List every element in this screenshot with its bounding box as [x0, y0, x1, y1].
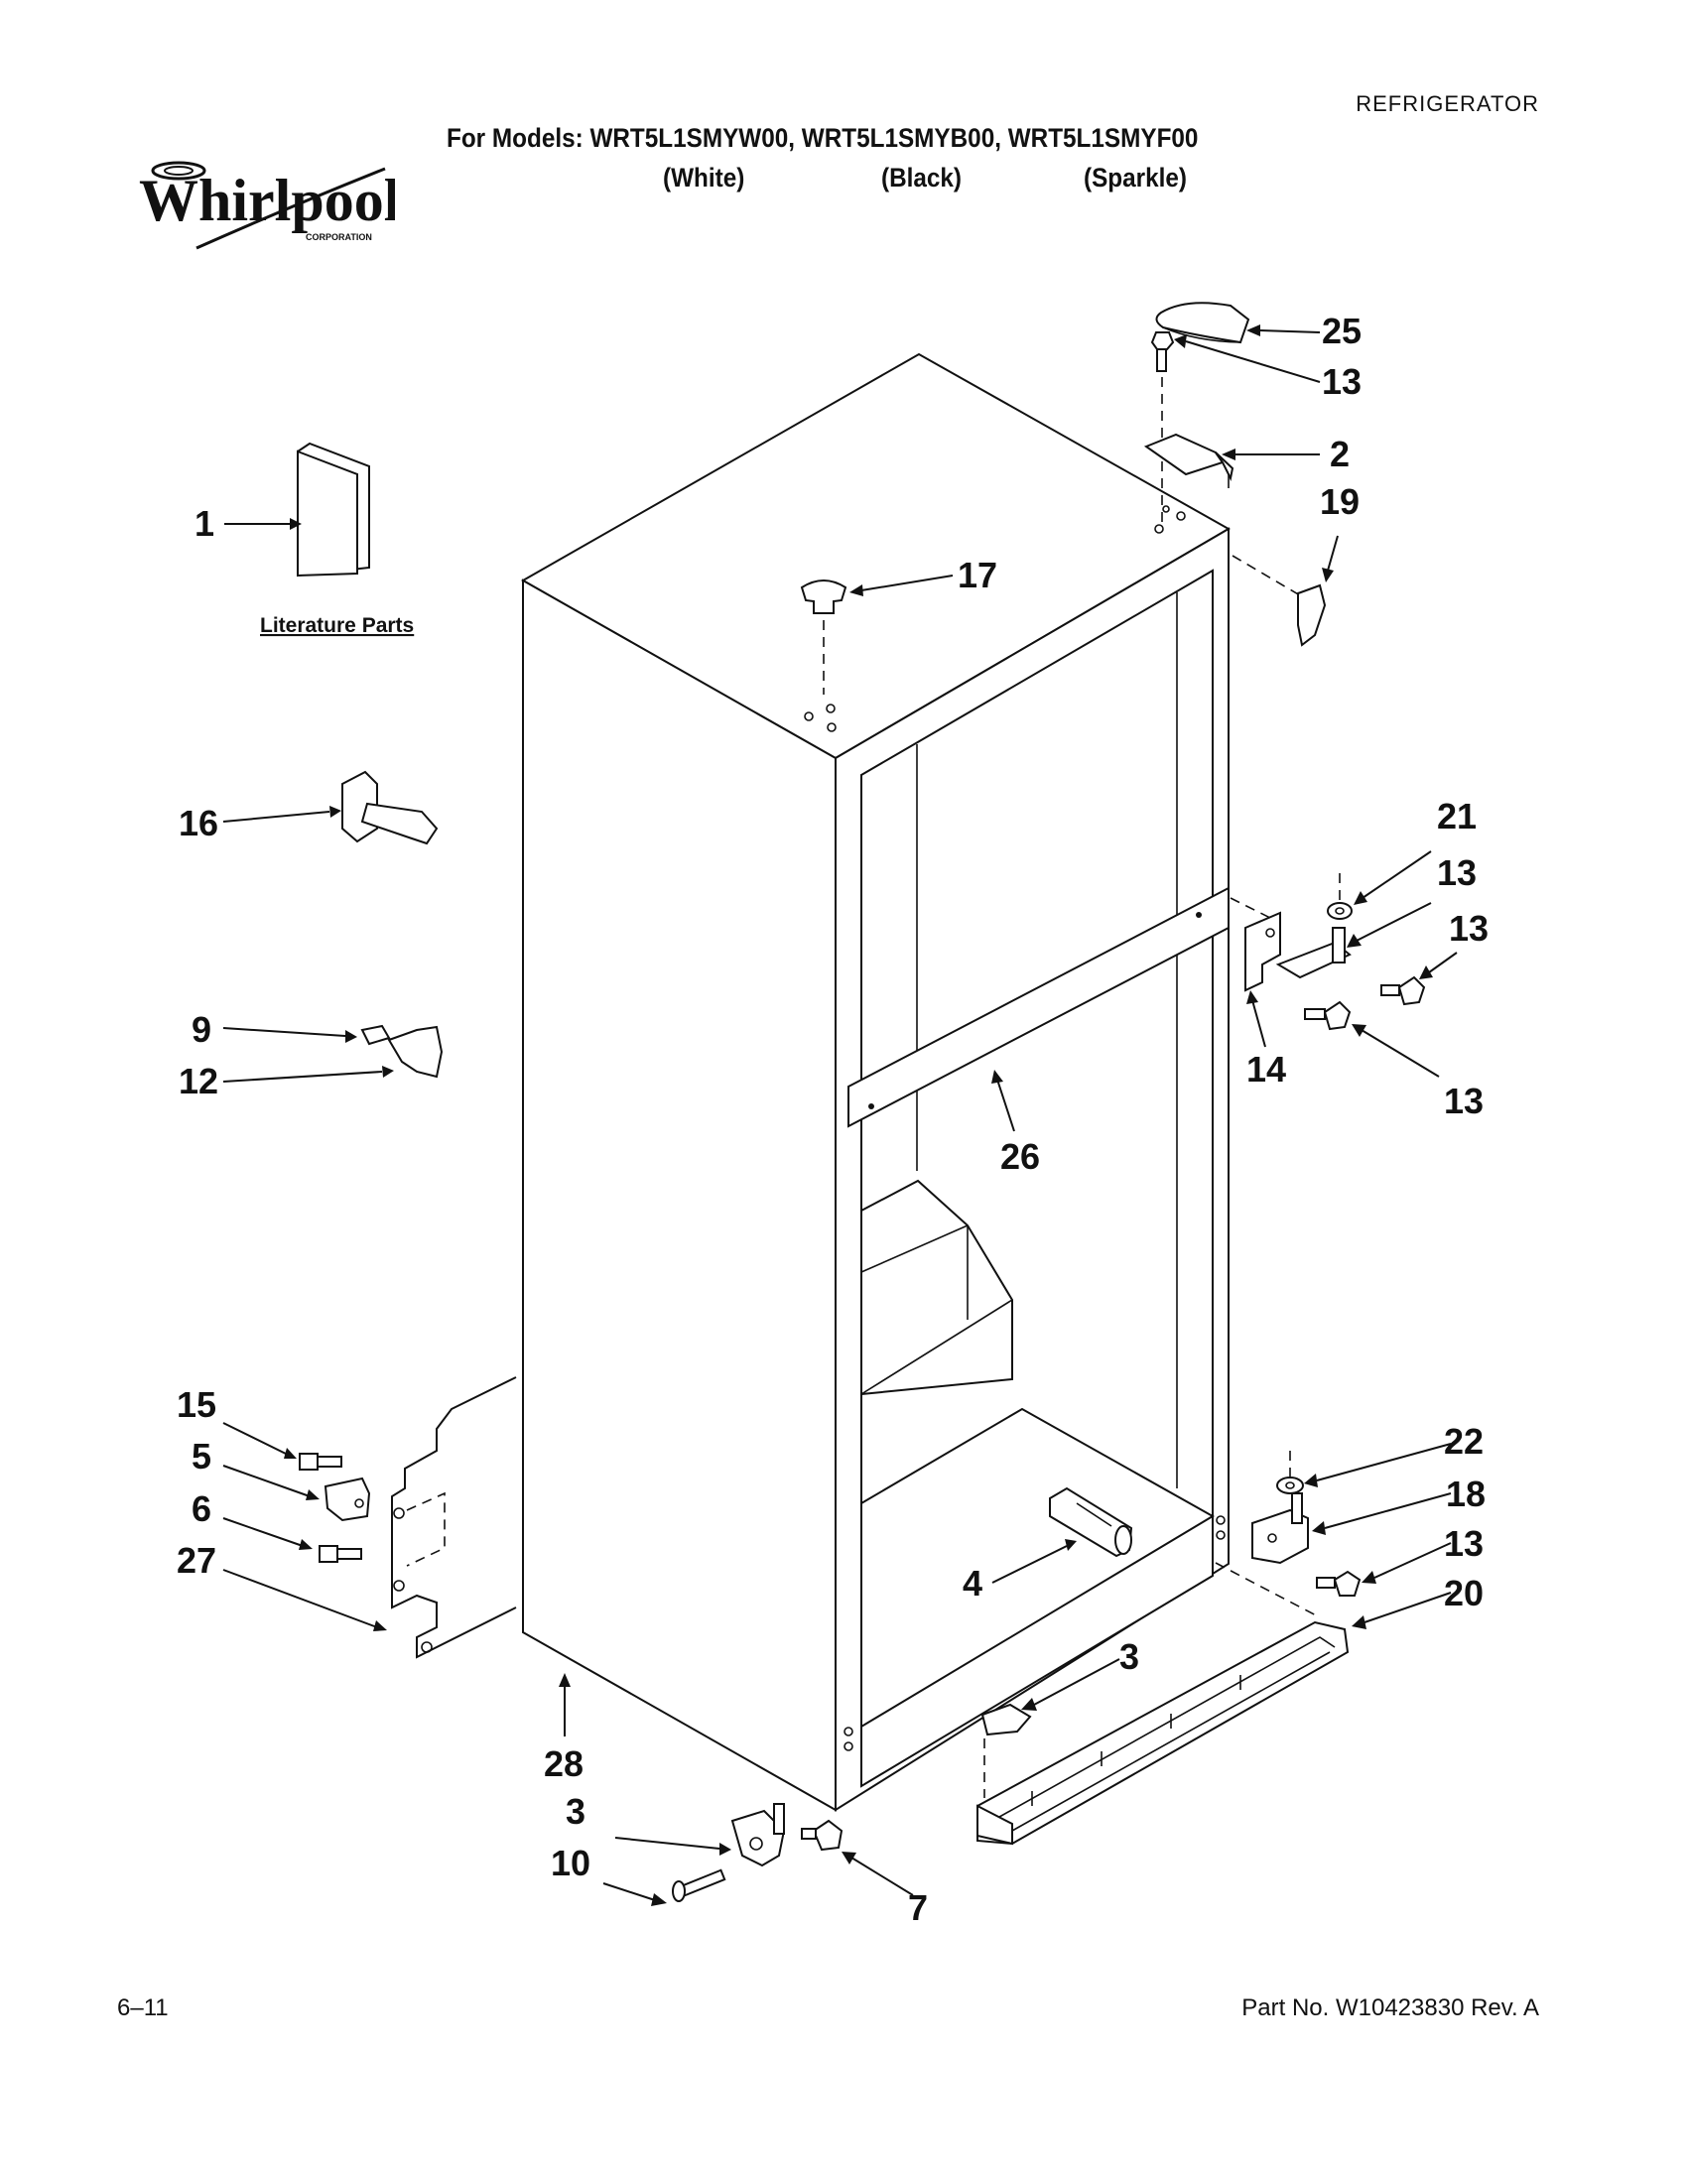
callout-25: 25: [1322, 311, 1362, 351]
callout-14: 13: [1437, 852, 1477, 893]
callout-19: 17: [958, 555, 997, 595]
color-label-sparkle: (Sparkle): [1084, 163, 1187, 193]
part-22-washer: [1327, 873, 1353, 920]
brand-name: Whirlpool: [139, 168, 395, 233]
color-label-black: (Black): [881, 163, 963, 193]
part-21-toe-grille: [976, 1562, 1350, 1846]
brand-sub: CORPORATION: [306, 232, 372, 242]
callout-numbers: 25 13 2 19 1 17 16 21 13 13 9 14 12 13 2…: [177, 311, 1489, 1928]
callout-15: 14: [1246, 1049, 1286, 1090]
callout-7: 7: [908, 1887, 928, 1928]
footer-part-number: Part No. W10423830 Rev. A: [1241, 1994, 1539, 2021]
part-13-screw-bottom: [1316, 1570, 1362, 1597]
literature-parts-label: Literature Parts: [260, 614, 414, 637]
part-19-plug: [800, 579, 847, 695]
part-1-literature: Literature Parts: [224, 442, 414, 637]
part-4-water-filter: [991, 1486, 1133, 1584]
callout-5: 5: [192, 1436, 211, 1477]
cabinet: [520, 352, 1232, 1812]
callout-3: 3: [566, 1791, 585, 1832]
callout-4: 4: [963, 1563, 982, 1604]
part-16-screw: [299, 1453, 342, 1471]
callout-26: 26: [1000, 1136, 1040, 1177]
callout-13-center-a: 13: [1449, 908, 1489, 949]
callout-18: 16: [179, 803, 218, 843]
part-5-clip: [324, 1477, 371, 1522]
callout-8: 3: [1119, 1636, 1139, 1677]
callout-13-center-b: 13: [1444, 1081, 1484, 1121]
part-9-12-hinge-pin: [222, 1024, 444, 1083]
part-8-clip: [980, 1658, 1120, 1798]
color-label-white: (White): [663, 163, 745, 193]
part-3-leveling-leg: [730, 1803, 786, 1867]
part-13-screw-top: [1150, 331, 1175, 526]
part-17-bottom-hinge: [1251, 1492, 1309, 1565]
part-13-screw-center-a: [1380, 975, 1426, 1006]
callout-22: 21: [1437, 796, 1477, 836]
callout-28: 28: [544, 1743, 584, 1784]
callout-17: 18: [1446, 1474, 1486, 1514]
part-10-pin: [672, 1868, 726, 1902]
part-2-top-hinge: [1143, 433, 1234, 488]
whirlpool-logo: Whirlpool CORPORATION: [139, 161, 395, 250]
callout-13-bottom: 13: [1444, 1523, 1484, 1564]
callout-9: 9: [192, 1009, 211, 1050]
part-6-screw: [319, 1545, 362, 1563]
callout-20: 19: [1320, 481, 1360, 522]
category-label: REFRIGERATOR: [1356, 91, 1539, 116]
callout-10: 10: [551, 1843, 590, 1883]
footer-date: 6–11: [117, 1994, 169, 2021]
callout-1: 1: [195, 503, 214, 544]
models-line: For Models: WRT5L1SMYW00, WRT5L1SMYB00, …: [447, 123, 1199, 153]
callout-16: 15: [177, 1384, 216, 1425]
part-14-pin: [1332, 927, 1346, 964]
callout-2: 2: [1330, 434, 1350, 474]
part-13-screw-center-b: [1304, 1000, 1352, 1031]
part-7-screw: [801, 1819, 844, 1852]
callout-13-top: 13: [1322, 361, 1362, 402]
part-23-washer: [1276, 1451, 1304, 1494]
callout-23: 22: [1444, 1421, 1484, 1462]
callout-21: 20: [1444, 1573, 1484, 1613]
part-27-bottom-hinge-bracket: [391, 1376, 517, 1659]
part-20-clip: [1232, 555, 1327, 647]
callout-12: 12: [179, 1061, 218, 1101]
callout-27: 27: [177, 1540, 216, 1581]
callout-6: 6: [192, 1488, 211, 1529]
part-18-bracket: [222, 770, 439, 845]
part-25-hinge-cover: [1155, 302, 1250, 344]
